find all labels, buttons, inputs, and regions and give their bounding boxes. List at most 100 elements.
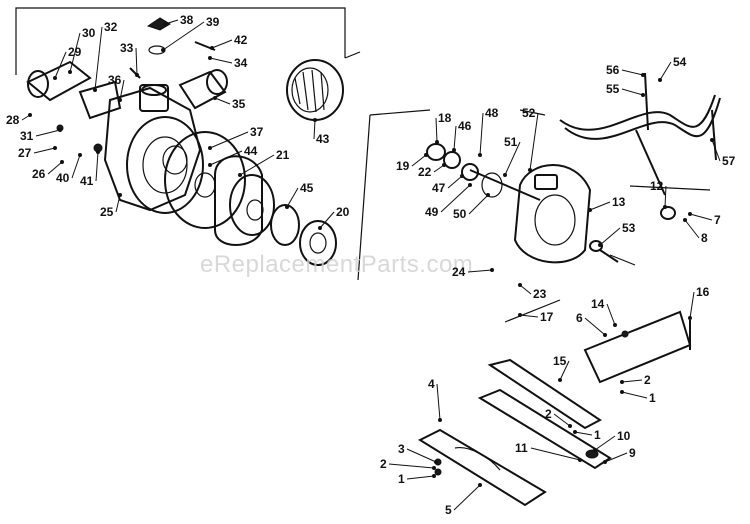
leader-arrowhead-45 — [285, 205, 289, 209]
callout-20: 20 — [336, 205, 350, 219]
leader-line-1c — [406, 475, 435, 480]
leader-line-18 — [435, 117, 438, 143]
callout-8: 8 — [701, 231, 708, 245]
leader-arrowhead-2a — [620, 380, 624, 384]
callout-42: 42 — [234, 33, 248, 47]
leader-arrowhead-44 — [208, 163, 212, 167]
leader-arrowhead-24 — [490, 268, 494, 272]
callout-1a: 1 — [649, 391, 656, 405]
leader-line-23 — [519, 284, 532, 295]
callout-52: 52 — [522, 106, 536, 120]
leader-line-22 — [433, 164, 445, 173]
callout-32: 32 — [104, 20, 118, 34]
callout-49: 49 — [425, 205, 439, 219]
callout-56: 56 — [606, 63, 620, 77]
leader-line-19 — [411, 154, 427, 167]
leader-line-9 — [604, 452, 628, 463]
leader-line-42 — [211, 39, 233, 49]
leader-arrowhead-57 — [710, 138, 714, 142]
callout-18: 18 — [438, 111, 452, 125]
leader-line-1a — [621, 391, 648, 399]
leader-arrowhead-15 — [558, 378, 562, 382]
callout-34: 34 — [234, 56, 248, 70]
leader-arrowhead-20 — [318, 226, 322, 230]
leader-arrowhead-25 — [118, 193, 122, 197]
leader-arrowhead-29 — [53, 76, 57, 80]
callout-36: 36 — [108, 73, 122, 87]
leader-line-53 — [599, 227, 621, 246]
leader-arrowhead-10 — [593, 448, 597, 452]
callout-16: 16 — [696, 285, 710, 299]
leader-line-34 — [209, 57, 233, 64]
leader-arrowhead-2b — [568, 424, 572, 428]
callout-4: 4 — [428, 377, 435, 391]
leader-lines — [21, 19, 721, 511]
leader-line-40 — [71, 154, 81, 179]
leader-line-20 — [319, 211, 335, 229]
leader-arrowhead-16 — [688, 316, 692, 320]
callout-29: 29 — [68, 45, 82, 59]
leader-line-13 — [589, 201, 611, 211]
callout-48: 48 — [485, 106, 499, 120]
leader-arrowhead-38 — [163, 22, 167, 26]
leader-line-57 — [711, 139, 721, 162]
callout-37: 37 — [250, 125, 264, 139]
leader-arrowhead-41 — [96, 150, 100, 154]
leader-line-27 — [33, 147, 56, 154]
leader-line-4 — [436, 383, 441, 421]
leader-arrowhead-40 — [78, 153, 82, 157]
callout-6: 6 — [576, 311, 583, 325]
leader-line-11 — [530, 447, 581, 461]
callout-11: 11 — [515, 441, 528, 455]
leader-arrowhead-21 — [238, 173, 242, 177]
callout-51: 51 — [504, 135, 518, 149]
leader-arrowhead-5 — [478, 483, 482, 487]
leader-line-17 — [519, 314, 539, 318]
leader-line-1b — [574, 431, 593, 436]
leader-line-49 — [440, 184, 471, 213]
leader-line-48 — [479, 112, 484, 156]
callout-17: 17 — [540, 310, 554, 324]
callout-28: 28 — [6, 113, 20, 127]
leader-arrowhead-42 — [210, 46, 214, 50]
leader-arrowhead-1c — [432, 474, 436, 478]
leader-line-37 — [209, 131, 249, 149]
leader-line-31 — [35, 129, 61, 137]
leader-arrowhead-3 — [434, 460, 438, 464]
callout-2c: 2 — [380, 457, 387, 471]
leader-arrowhead-7 — [688, 212, 692, 216]
leader-line-12 — [664, 185, 667, 208]
leader-arrowhead-55 — [641, 93, 645, 97]
callout-24: 24 — [452, 265, 466, 279]
leader-line-50 — [468, 194, 489, 215]
leader-arrowhead-50 — [486, 193, 490, 197]
leader-line-15 — [559, 360, 570, 381]
leader-arrowhead-43 — [313, 118, 317, 122]
callout-26: 26 — [32, 167, 46, 181]
leader-line-2b — [553, 413, 571, 427]
leader-line-32 — [94, 26, 103, 91]
callout-22: 22 — [418, 165, 432, 179]
callout-13: 13 — [612, 195, 626, 209]
leader-arrowhead-56 — [641, 73, 645, 77]
leader-arrowhead-46 — [452, 148, 456, 152]
callout-38: 38 — [180, 13, 194, 27]
leader-arrowhead-8 — [683, 218, 687, 222]
base-plate — [583, 310, 692, 384]
callout-23: 23 — [533, 287, 547, 301]
callout-27: 27 — [18, 146, 32, 160]
leader-arrowhead-6 — [603, 333, 607, 337]
leader-line-51 — [504, 141, 521, 176]
leader-line-2c — [388, 463, 435, 469]
leader-line-46 — [453, 125, 457, 151]
callout-25: 25 — [100, 205, 114, 219]
leader-arrowhead-31 — [58, 128, 62, 132]
leader-arrowhead-26 — [60, 160, 64, 164]
leader-arrowhead-32 — [93, 88, 97, 92]
assembly-bracket-lines — [15, 7, 711, 323]
callout-15: 15 — [553, 354, 567, 368]
leader-arrowhead-2c — [432, 466, 436, 470]
leader-line-6 — [584, 317, 606, 336]
